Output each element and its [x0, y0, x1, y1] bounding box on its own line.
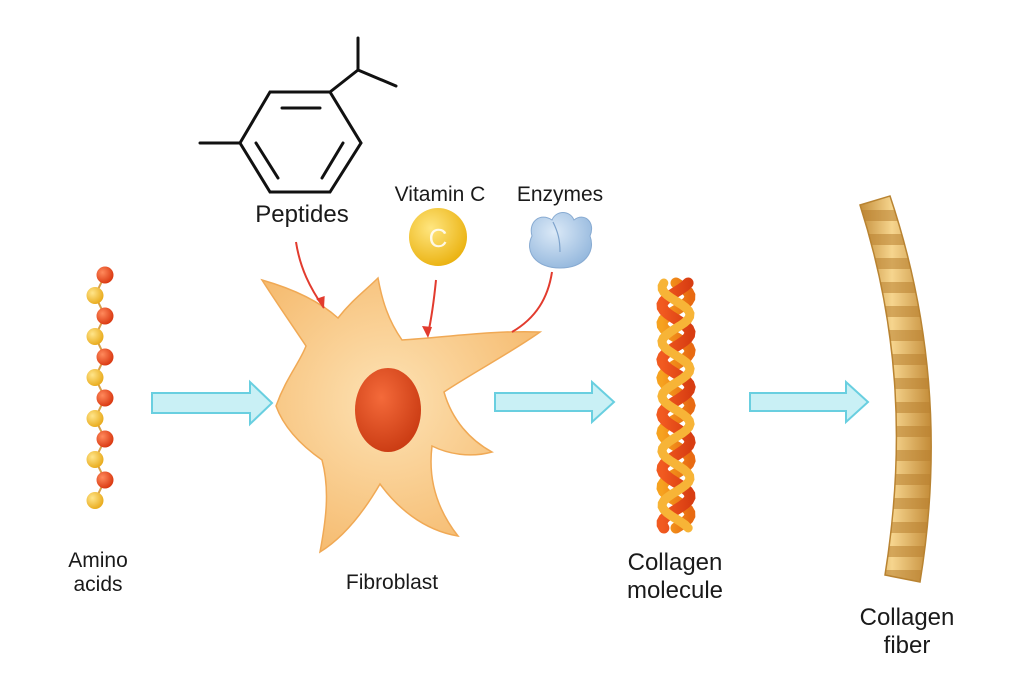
fiber-band: [860, 258, 932, 269]
fiber-band: [860, 450, 932, 461]
label-enzymes: Enzymes: [516, 183, 604, 206]
amino-acid-bead: [96, 266, 114, 284]
label-fibroblast: Fibroblast: [345, 571, 439, 594]
arrow-molecule-to-fiber: [749, 379, 870, 425]
fiber-band: [860, 306, 932, 317]
amino-acid-bead: [86, 492, 104, 509]
label-amino-acids-line1: Amino: [68, 549, 128, 572]
collagen-fiber-icon: [859, 195, 932, 583]
label-collagen-molecule-line2: molecule: [626, 576, 724, 604]
amino-acid-bead: [96, 389, 114, 407]
amino-acid-bead: [86, 410, 104, 427]
amino-acid-bead: [96, 348, 114, 366]
red-arrow-peptides: [295, 241, 325, 309]
label-collagen-fiber-line2: fiber: [883, 631, 931, 659]
label-peptides: Peptides: [255, 201, 349, 228]
nucleus-icon: [355, 368, 421, 452]
fiber-band: [860, 570, 932, 581]
amino-acid-bead: [96, 307, 114, 325]
fiber-band: [860, 498, 932, 509]
label-vitamin-c: Vitamin C: [394, 183, 486, 206]
arrow-fibroblast-to-molecule: [494, 379, 616, 425]
label-collagen-molecule: Collagen molecule: [605, 549, 745, 604]
amino-acid-bead: [86, 328, 104, 345]
arrow-amino-to-fibroblast: [151, 379, 274, 427]
vitamin-c-sphere-icon: C: [409, 208, 467, 266]
helix-strand-3: [657, 278, 695, 533]
amino-acid-bead: [96, 471, 114, 489]
red-arrow-vitamin-c: [422, 279, 437, 338]
triple-helix-icon: [656, 277, 696, 534]
fiber-band: [860, 378, 932, 389]
vitamin-c-symbol: C: [429, 223, 448, 253]
helix-strand-1: [656, 277, 696, 534]
amino-acid-chain-icon: [86, 266, 114, 509]
label-amino-acids: Amino acids: [56, 549, 140, 597]
label-amino-acids-line2: acids: [73, 573, 123, 597]
label-collagen-fiber-line1: Collagen: [859, 604, 955, 631]
fibroblast-cell-icon: [260, 276, 543, 554]
fiber-band: [860, 474, 932, 485]
enzyme-blob-icon: [529, 212, 592, 269]
fiber-band: [860, 546, 932, 557]
fiber-band: [860, 354, 932, 365]
fiber-band: [860, 234, 932, 245]
red-arrow-enzymes: [511, 271, 553, 333]
fiber-band: [860, 330, 932, 341]
amino-acid-bead: [96, 430, 114, 448]
label-collagen-molecule-line1: Collagen: [627, 549, 723, 576]
fiber-band: [860, 282, 932, 293]
amino-acid-bead: [86, 451, 104, 468]
label-collagen-fiber: Collagen fiber: [842, 604, 972, 659]
fiber-band: [860, 426, 932, 437]
amino-acid-bead: [86, 369, 104, 386]
benzene-ring-icon: [198, 36, 398, 194]
fiber-band: [860, 210, 932, 221]
fiber-band: [860, 522, 932, 533]
amino-acid-bead: [86, 287, 104, 304]
